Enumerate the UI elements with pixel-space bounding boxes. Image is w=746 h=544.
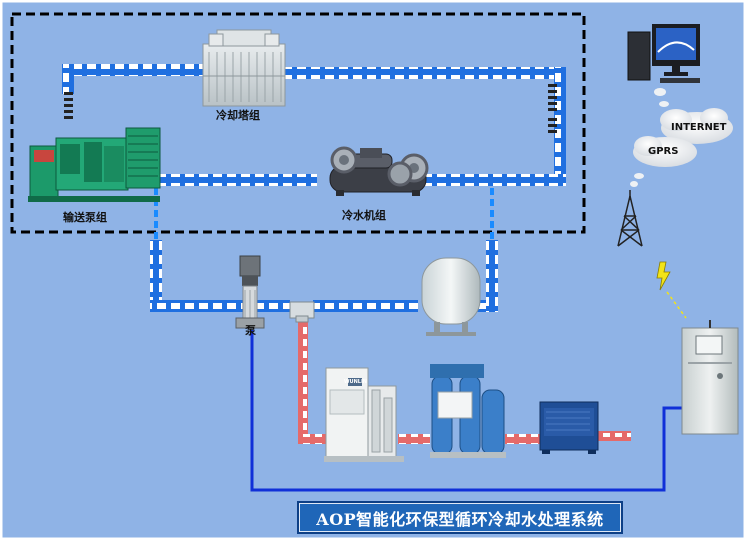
lightning-icon bbox=[656, 261, 671, 291]
ozone-generator bbox=[324, 367, 404, 462]
pump-label: 泵 bbox=[245, 324, 256, 337]
cloud-gprs bbox=[633, 136, 697, 167]
cloud-internet bbox=[660, 108, 733, 144]
cooling-tower bbox=[202, 29, 286, 107]
cooling-tower-label: 冷却塔组 bbox=[216, 109, 260, 122]
computer bbox=[627, 24, 700, 83]
internet-label: INTERNET bbox=[671, 122, 727, 133]
dashed-boundary bbox=[10, 12, 586, 234]
system-title: AOP智能化环保型循环冷却水处理系统 bbox=[297, 501, 623, 534]
blue-pipe-loop bbox=[62, 64, 566, 312]
t-connector bbox=[289, 301, 315, 323]
oxygen-generator bbox=[430, 364, 506, 458]
transfer-pump-unit-label: 输送泵组 bbox=[63, 211, 107, 224]
control-cabinet bbox=[681, 320, 739, 435]
chiller-unit-label: 冷水机组 bbox=[342, 209, 386, 222]
air-dryer bbox=[539, 401, 599, 454]
antenna-tower bbox=[617, 190, 643, 247]
transfer-pump-unit bbox=[28, 127, 161, 202]
vertical-pump bbox=[235, 255, 265, 329]
pressure-tank bbox=[421, 257, 481, 336]
signal-line bbox=[250, 330, 686, 492]
cloud-small bbox=[630, 88, 669, 187]
lightning-trail bbox=[666, 291, 687, 319]
gprs-label: GPRS bbox=[648, 146, 679, 157]
chiller-unit bbox=[329, 146, 429, 196]
ozone-brand-label: WUNLIN bbox=[344, 379, 367, 385]
red-pipe bbox=[298, 317, 631, 444]
